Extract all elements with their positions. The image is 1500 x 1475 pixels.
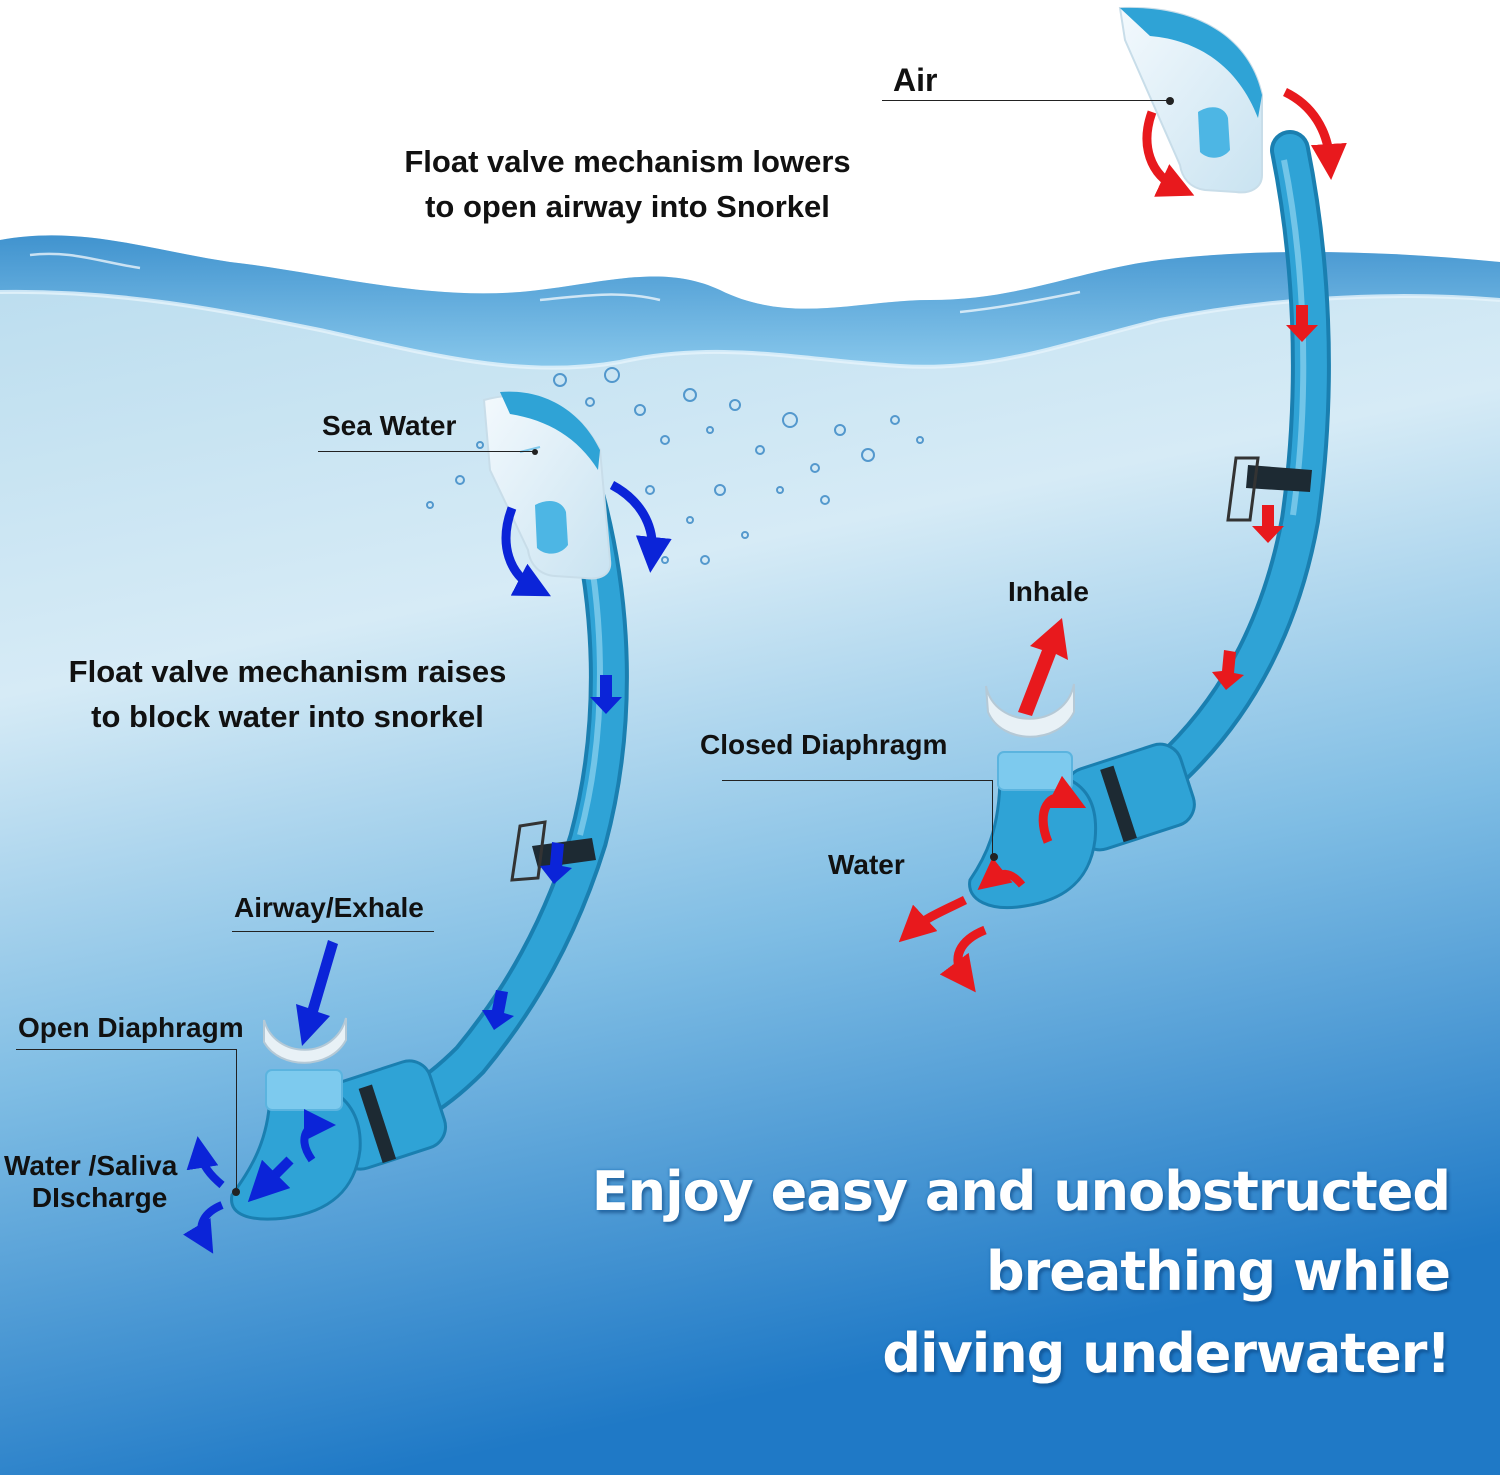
- float-raises-line1: Float valve mechanism raises: [68, 654, 507, 689]
- leader-dots: [232, 97, 1174, 1196]
- open-diaphragm-leader-line: [16, 1049, 236, 1050]
- sea-water-leader-line: [318, 451, 534, 452]
- water-label: Water: [828, 849, 905, 880]
- float-raises-caption: Float valve mechanism raises to block wa…: [20, 650, 555, 740]
- flow-arrow-blue: [183, 481, 672, 1254]
- slogan-line3: diving underwater!: [882, 1322, 1451, 1385]
- water-saliva-line2: DIscharge: [31, 1182, 168, 1214]
- float-raises-line2: to block water into snorkel: [91, 698, 484, 734]
- open-diaphragm-leader-vertical: [236, 1049, 237, 1191]
- flow-arrow-red: [898, 87, 1347, 993]
- closed-diaphragm-leader-vertical: [992, 780, 993, 856]
- inhale-label: Inhale: [1008, 576, 1089, 607]
- airway-exhale-label: Airway/Exhale: [234, 892, 424, 923]
- water-bubbles: [426, 367, 924, 565]
- closed-diaphragm-leader-line: [722, 780, 992, 781]
- slogan-line1: Enjoy easy and unobstructed: [591, 1160, 1451, 1223]
- slogan-line2: breathing while: [986, 1240, 1451, 1303]
- air-label: Air: [893, 62, 938, 98]
- float-lowers-line2: to open airway into Snorkel: [425, 188, 830, 224]
- float-lowers-line1: Float valve mechanism lowers: [404, 144, 851, 179]
- sea-water-label: Sea Water: [322, 410, 457, 441]
- air-leader-line: [882, 100, 1170, 101]
- right-snorkel: [968, 6, 1331, 910]
- water-saliva-line1: Water /Saliva: [4, 1150, 178, 1181]
- closed-diaphragm-label: Closed Diaphragm: [700, 729, 948, 760]
- water-saliva-discharge-label: Water /Saliva DIscharge: [4, 1150, 177, 1214]
- float-lowers-caption: Float valve mechanism lowers to open air…: [340, 140, 915, 230]
- open-diaphragm-label: Open Diaphragm: [18, 1012, 244, 1043]
- airway-exhale-leader-line: [232, 931, 434, 932]
- left-snorkel: [230, 391, 629, 1221]
